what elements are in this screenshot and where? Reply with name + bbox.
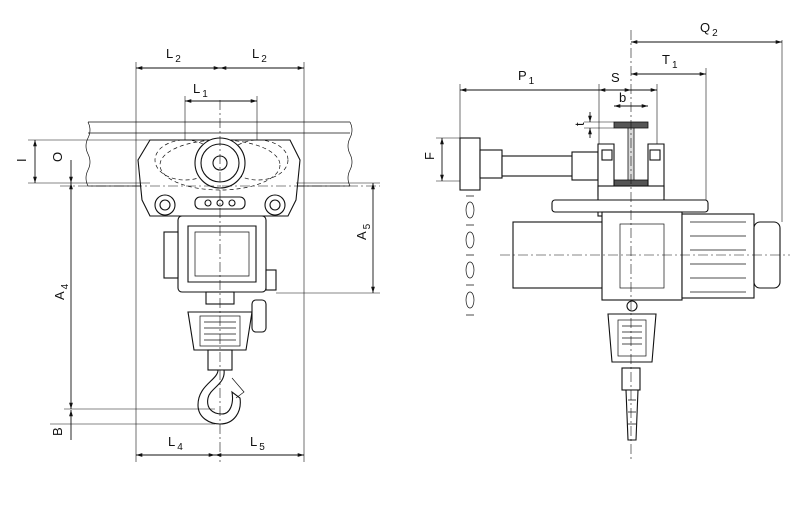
dim-label-b: b [619,90,626,105]
dim-label-O: O [50,152,65,162]
dim-label-S: S [611,70,620,85]
dim-label-B: B [50,427,65,436]
dim-label-I: I [14,158,29,162]
dim-label-A4: A4 [52,283,71,300]
dim-label-F: F [422,152,437,160]
hook-block-front [187,291,267,425]
hook-block-side [607,300,657,441]
trolley-front [137,137,301,217]
dim-label-A5: A5 [354,223,373,240]
hoist-body-side [512,211,781,301]
dim-label-t: t [572,122,587,126]
chain-wheel-side [459,137,599,316]
